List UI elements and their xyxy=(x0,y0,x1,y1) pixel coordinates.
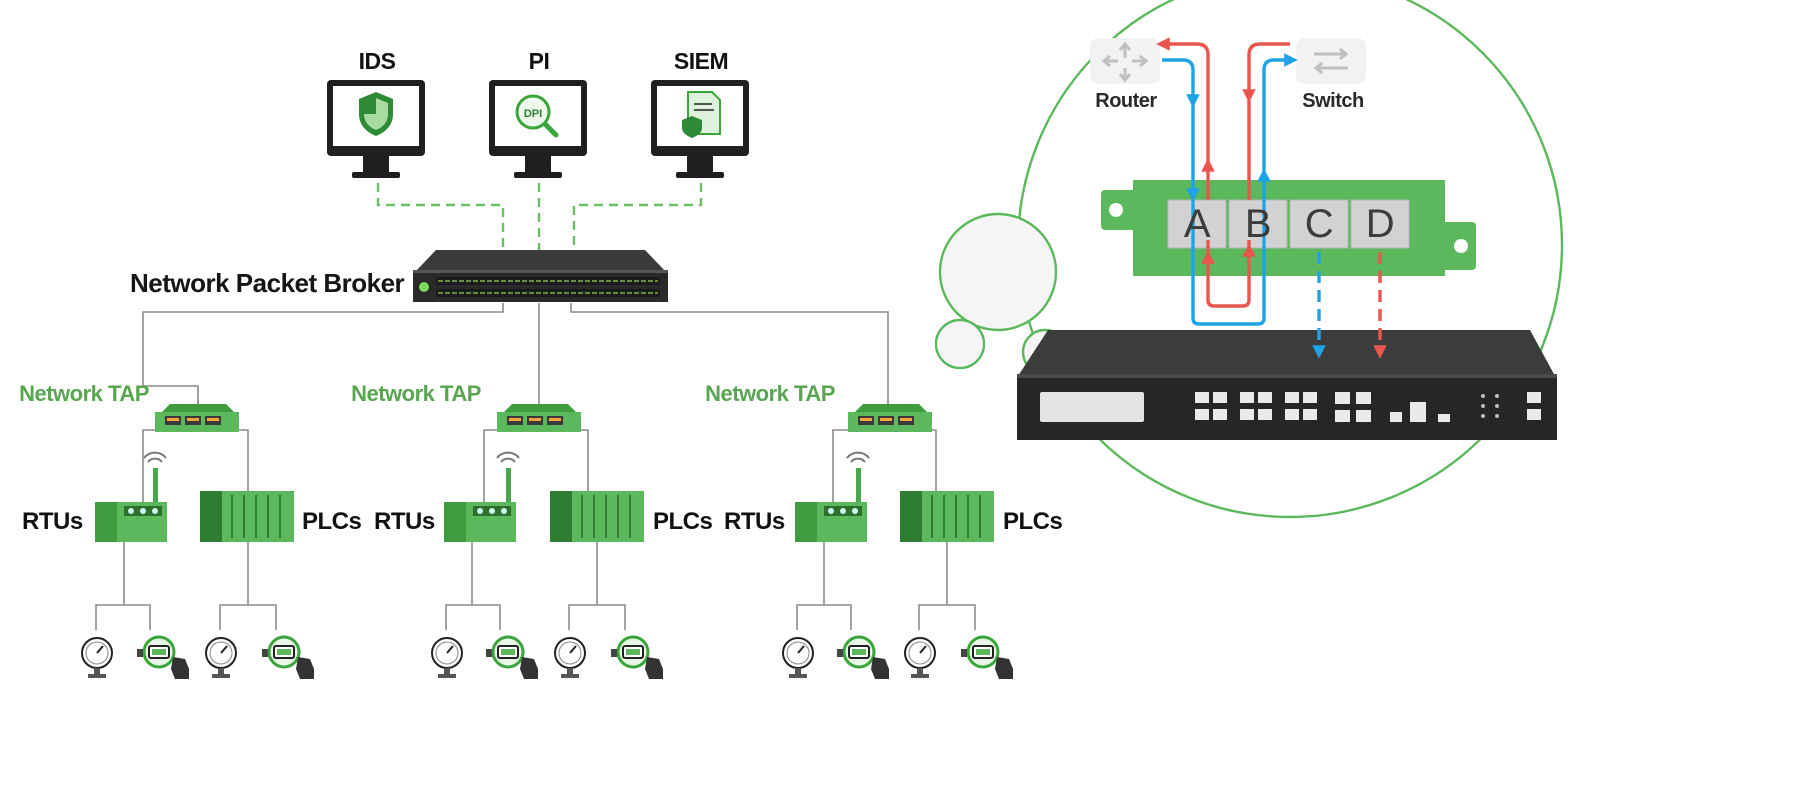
rtu-1-icon xyxy=(95,451,167,542)
tap-box-3-icon xyxy=(848,404,932,432)
port-c-label: C xyxy=(1304,202,1334,246)
gauge-icon xyxy=(904,637,936,679)
port-b xyxy=(1228,199,1288,249)
dpi-text: DPI xyxy=(524,108,542,120)
tap-label-2: Network TAP xyxy=(351,381,481,406)
gauge-icon xyxy=(81,637,113,679)
switch-label: Switch xyxy=(1302,90,1364,112)
flow-meter-icon xyxy=(959,635,1015,681)
ids-monitor-icon xyxy=(327,80,425,178)
port-a-label: A xyxy=(1183,202,1211,246)
ids-label: IDS xyxy=(358,48,396,74)
tap-board-icon xyxy=(1101,180,1476,276)
plc-2-icon xyxy=(550,491,644,542)
gauge-icon xyxy=(431,637,463,679)
rtu-2-icon xyxy=(444,451,520,542)
plc-label-1: PLCs xyxy=(302,508,362,535)
router-icon xyxy=(1090,38,1160,84)
rtu-label-2: RTUs xyxy=(374,508,435,535)
siem-label: SIEM xyxy=(673,48,729,74)
plc-label-3: PLCs xyxy=(1003,508,1063,535)
flow-meter-icon xyxy=(609,635,665,681)
port-b-label: B xyxy=(1244,202,1272,246)
gauge-icon xyxy=(554,637,586,679)
packet-broker-label: Network Packet Broker xyxy=(130,268,405,298)
packet-broker-icon xyxy=(413,250,668,302)
rtu-label-3: RTUs xyxy=(724,508,785,535)
plc-3-icon xyxy=(900,491,994,542)
tap-box-2-icon xyxy=(497,404,581,432)
pi-label: PI xyxy=(528,48,550,74)
switch-icon xyxy=(1296,38,1366,84)
tap-label-3: Network TAP xyxy=(705,381,835,406)
gauge-icon xyxy=(782,637,814,679)
flow-meter-icon xyxy=(260,635,316,681)
pi-monitor-icon: DPI xyxy=(489,80,587,178)
flow-meter-icon xyxy=(135,635,191,681)
siem-monitor-icon xyxy=(651,80,749,178)
tap-box-1-icon xyxy=(155,404,239,432)
flow-meter-icon xyxy=(835,635,891,681)
monitoring-appliance-icon xyxy=(1017,330,1557,440)
port-d-label: D xyxy=(1365,202,1395,246)
port-c xyxy=(1289,199,1349,249)
plc-1-icon xyxy=(200,491,294,542)
plc-label-2: PLCs xyxy=(653,508,713,535)
tap-label-1: Network TAP xyxy=(19,381,149,406)
port-d xyxy=(1350,199,1410,249)
flow-meter-icon xyxy=(484,635,540,681)
rtu-label-1: RTUs xyxy=(22,508,83,535)
rtu-3-icon xyxy=(795,451,870,542)
router-label: Router xyxy=(1095,90,1157,112)
gauge-icon xyxy=(205,637,237,679)
